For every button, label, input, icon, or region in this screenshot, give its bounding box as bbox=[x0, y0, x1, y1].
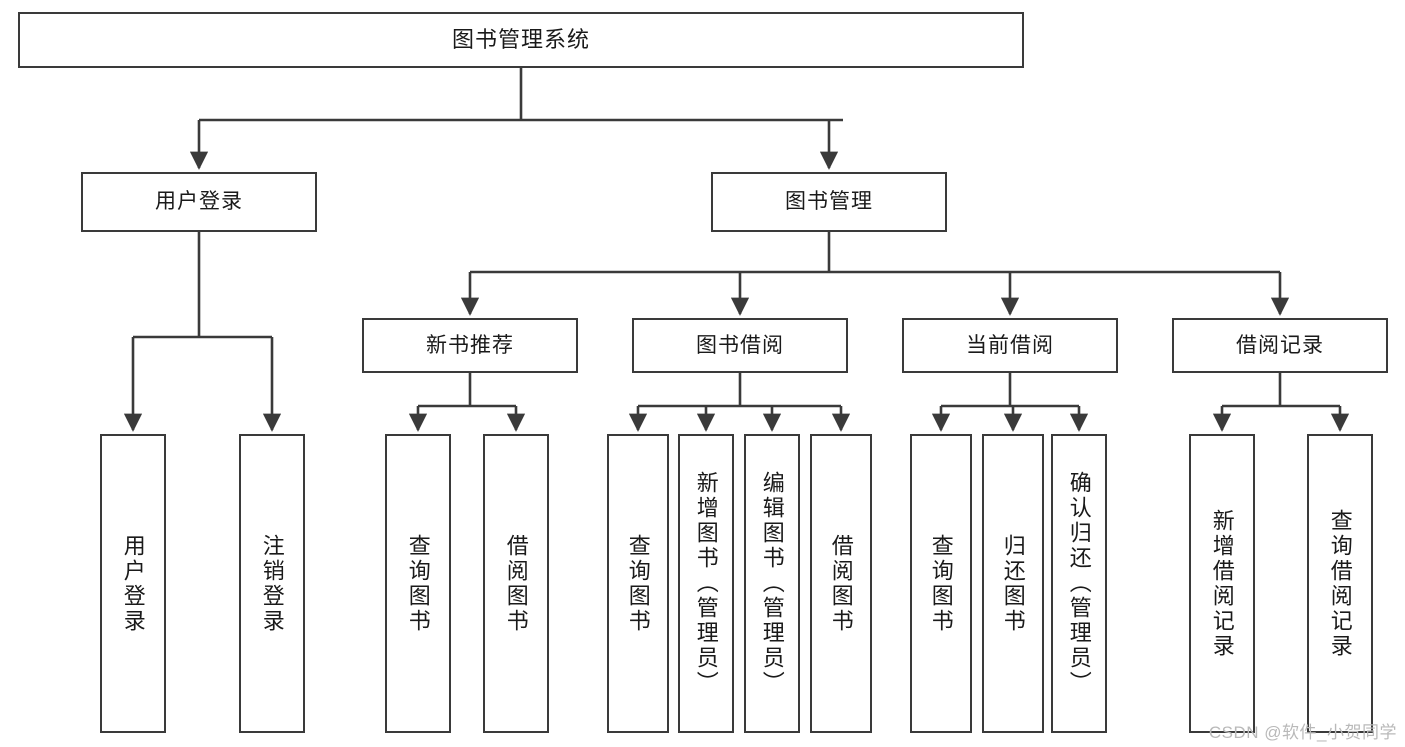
node-leaf-add-record[interactable]: 新增借阅记录 bbox=[1189, 434, 1255, 733]
csdn-watermark: CSDN @软件_小贺同学 bbox=[1208, 723, 1397, 742]
node-leaf-query-book-2-label: 查询图书 bbox=[625, 533, 651, 634]
node-new-book-rec[interactable]: 新书推荐 bbox=[362, 318, 578, 373]
node-leaf-query-book-3[interactable]: 查询图书 bbox=[910, 434, 972, 733]
node-leaf-user-logout[interactable]: 注销登录 bbox=[239, 434, 305, 733]
node-leaf-add-book-label: 新增图书（管理员） bbox=[693, 471, 719, 696]
node-book-manage-label: 图书管理 bbox=[785, 190, 873, 214]
node-leaf-query-book-1-label: 查询图书 bbox=[405, 533, 431, 634]
node-leaf-borrow-book-1-label: 借阅图书 bbox=[503, 533, 529, 634]
node-leaf-user-login-label: 用户登录 bbox=[120, 533, 146, 634]
node-root-label: 图书管理系统 bbox=[451, 26, 590, 52]
node-leaf-borrow-book-2-label: 借阅图书 bbox=[828, 533, 854, 634]
node-book-borrow-label: 图书借阅 bbox=[696, 333, 784, 357]
node-leaf-add-book[interactable]: 新增图书（管理员） bbox=[678, 434, 734, 733]
node-user-login-label: 用户登录 bbox=[155, 190, 243, 214]
node-leaf-return-book-label: 归还图书 bbox=[1000, 533, 1026, 634]
node-leaf-query-book-3-label: 查询图书 bbox=[928, 533, 954, 634]
node-leaf-confirm-return-label: 确认归还（管理员） bbox=[1066, 471, 1092, 696]
node-leaf-user-logout-label: 注销登录 bbox=[259, 533, 285, 634]
node-leaf-add-record-label: 新增借阅记录 bbox=[1209, 508, 1235, 659]
node-leaf-query-book-2[interactable]: 查询图书 bbox=[607, 434, 669, 733]
node-user-login[interactable]: 用户登录 bbox=[81, 172, 317, 232]
node-leaf-query-book-1[interactable]: 查询图书 bbox=[385, 434, 451, 733]
node-leaf-edit-book[interactable]: 编辑图书（管理员） bbox=[744, 434, 800, 733]
node-current-borrow[interactable]: 当前借阅 bbox=[902, 318, 1118, 373]
node-current-borrow-label: 当前借阅 bbox=[966, 333, 1054, 357]
node-new-book-rec-label: 新书推荐 bbox=[426, 333, 514, 357]
node-leaf-borrow-book-1[interactable]: 借阅图书 bbox=[483, 434, 549, 733]
node-borrow-record[interactable]: 借阅记录 bbox=[1172, 318, 1388, 373]
node-leaf-return-book[interactable]: 归还图书 bbox=[982, 434, 1044, 733]
node-book-manage[interactable]: 图书管理 bbox=[711, 172, 947, 232]
node-leaf-query-record-label: 查询借阅记录 bbox=[1327, 508, 1353, 659]
node-leaf-edit-book-label: 编辑图书（管理员） bbox=[759, 471, 785, 696]
node-leaf-query-record[interactable]: 查询借阅记录 bbox=[1307, 434, 1373, 733]
node-root[interactable]: 图书管理系统 bbox=[18, 12, 1024, 68]
node-book-borrow[interactable]: 图书借阅 bbox=[632, 318, 848, 373]
node-borrow-record-label: 借阅记录 bbox=[1236, 333, 1324, 357]
node-leaf-borrow-book-2[interactable]: 借阅图书 bbox=[810, 434, 872, 733]
node-leaf-confirm-return[interactable]: 确认归还（管理员） bbox=[1051, 434, 1107, 733]
node-leaf-user-login[interactable]: 用户登录 bbox=[100, 434, 166, 733]
